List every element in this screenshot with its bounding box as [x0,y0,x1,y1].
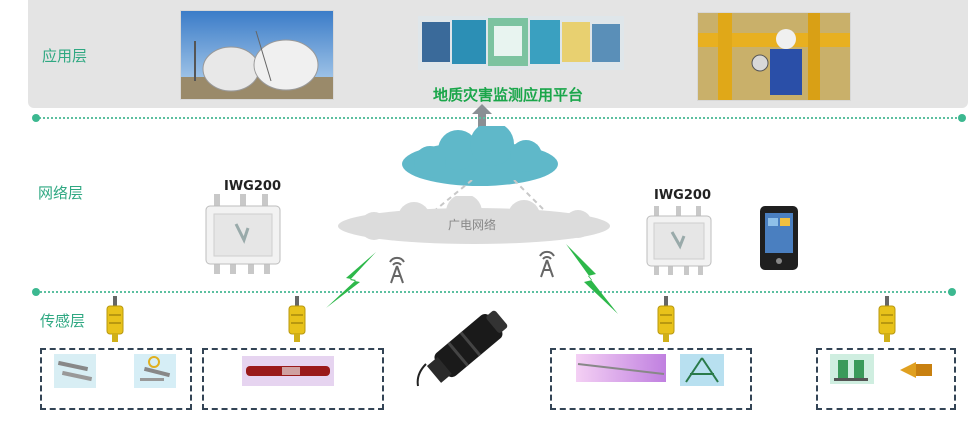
network-layer-label: 网络层 [38,182,83,203]
antenna-icon-right [536,248,558,282]
sensor-thumb-4a [830,354,874,384]
separator-lower-dot-right [948,288,956,296]
separator-upper [36,117,964,119]
separator-lower-dot-left [32,288,40,296]
tablet-icon [760,206,798,274]
sensor-thumb-1b [134,354,176,388]
black-sensor-device [404,308,524,392]
antenna-icon-left [386,254,408,288]
sensor-thumb-3b [680,354,724,386]
sensor-thumb-4b [898,358,938,382]
gateway-device-icon-right [642,206,716,280]
lightning-icon-right [566,244,618,318]
field-worker-photo [697,12,851,101]
separator-lower [36,291,954,293]
application-layer-label: 应用层 [42,45,87,66]
sensor-icon-2 [287,296,307,348]
platform-title: 地质灾害监测应用平台 [433,84,583,105]
gateway-device-icon-left [200,194,286,280]
sensor-icon-3 [656,296,676,348]
separator-upper-dot-left [32,114,40,122]
storage-tanks-photo [180,10,334,100]
sensing-layer-label: 传感层 [40,310,85,331]
lightning-icon-left [326,252,378,312]
sensor-thumb-2 [242,356,334,386]
sensor-icon-4 [877,296,897,348]
sensor-thumb-3a [576,354,666,382]
network-cloud-label: 广电网络 [448,216,496,233]
monitoring-screens-photo [418,16,624,70]
sensor-thumb-1a [54,354,96,388]
gateway-label-left: IWG200 [224,179,281,194]
gateway-label-right: IWG200 [654,188,711,203]
separator-upper-dot-right [958,114,966,122]
sensor-icon-1 [105,296,125,348]
